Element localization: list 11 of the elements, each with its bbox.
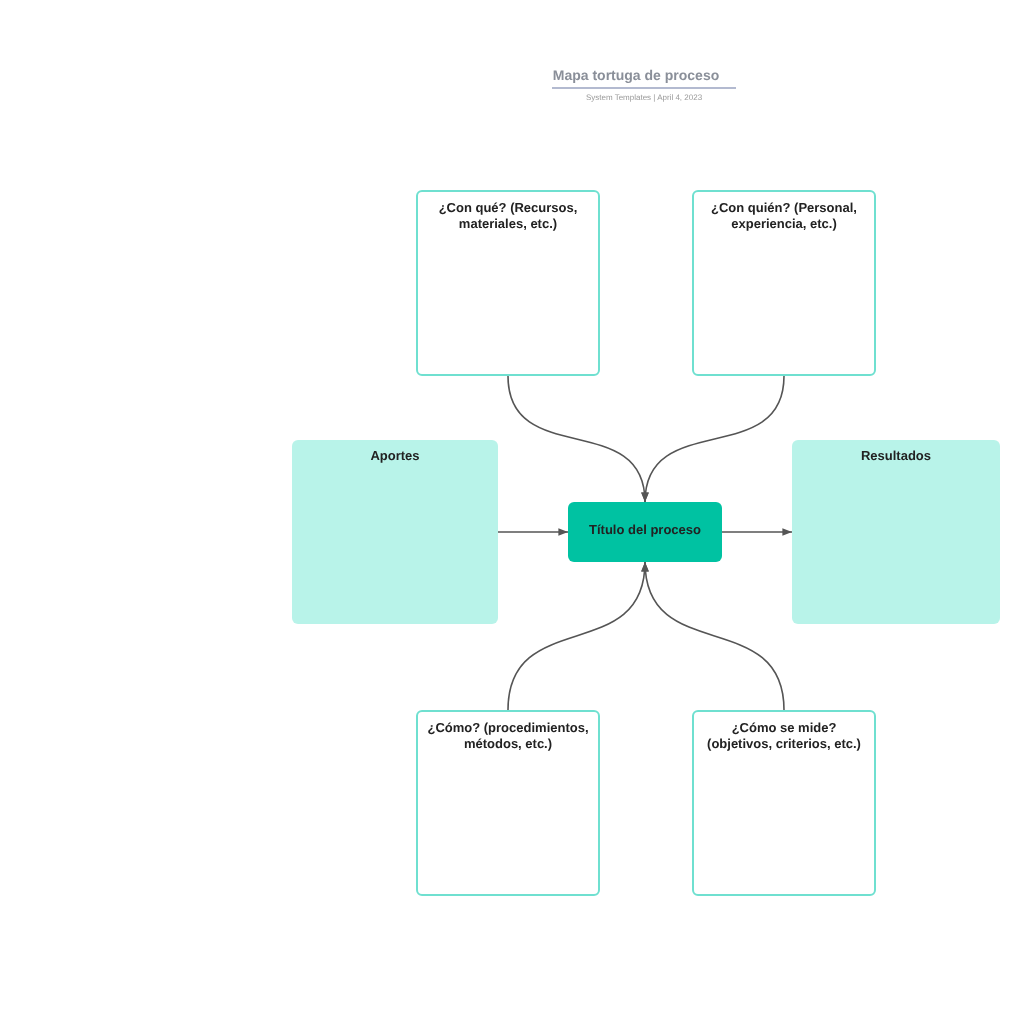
question-box <box>692 710 876 896</box>
arrow <box>642 561 785 711</box>
question-box <box>416 710 600 896</box>
question-box <box>416 190 600 376</box>
io-box <box>292 440 498 624</box>
process-box <box>568 502 722 562</box>
arrow <box>497 528 569 536</box>
arrow <box>642 375 785 503</box>
io-box <box>792 440 1000 624</box>
arrow <box>721 528 793 536</box>
question-box <box>692 190 876 376</box>
